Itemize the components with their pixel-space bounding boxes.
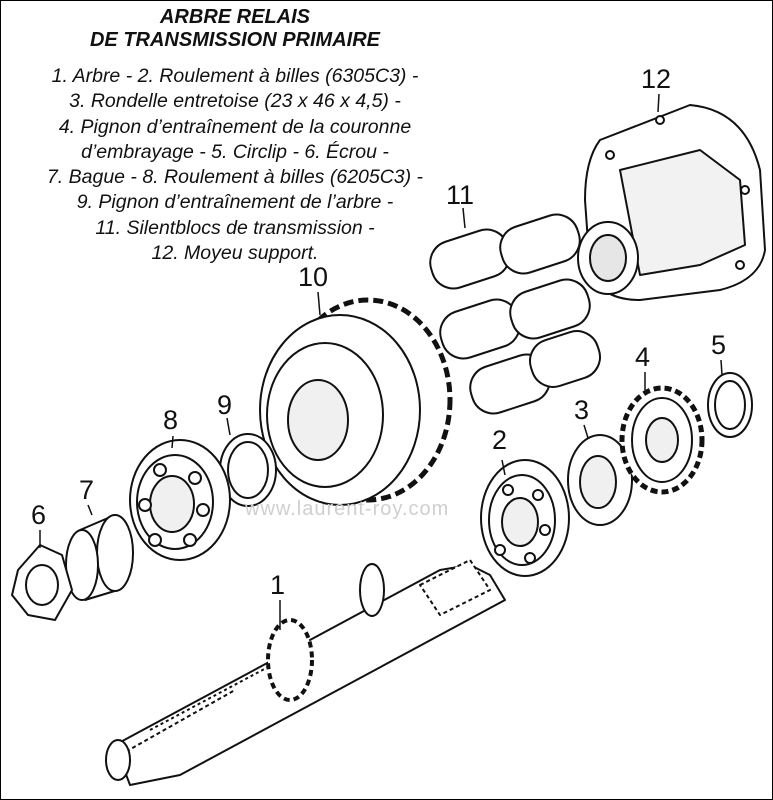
- callout-1: 1: [270, 570, 286, 600]
- title-line-2: DE TRANSMISSION PRIMAIRE: [89, 29, 381, 51]
- callout-3: 3: [574, 395, 590, 425]
- part-2-bearing: [480, 459, 570, 577]
- callout-4: 4: [635, 342, 651, 372]
- callout-6: 6: [31, 500, 47, 530]
- watermark: www.laurent-roy.com: [245, 498, 450, 520]
- parts-legend: 1. Arbre - 2. Roulement à billes (6305C3…: [0, 64, 470, 266]
- legend-line: 3. Rondelle entretoise (23 x 46 x 4,5) -: [69, 90, 401, 113]
- legend-line: 7. Bague - 8. Roulement à billes (6205C3…: [46, 166, 424, 189]
- part-9-ring: [219, 433, 277, 507]
- part-8-bearing: [129, 439, 231, 561]
- legend-line: 1. Arbre - 2. Roulement à billes (6305C3…: [51, 65, 419, 87]
- part-3-spacer-washer: [567, 434, 633, 526]
- callout-7: 7: [79, 475, 95, 505]
- part-4-clutch-gear: [619, 385, 705, 495]
- part-12-hub-support: [577, 104, 766, 301]
- part-10-gear: [259, 297, 453, 506]
- callout-8: 8: [163, 405, 179, 435]
- callout-5: 5: [711, 330, 727, 360]
- legend-line: d’embrayage - 5. Circlip - 6. Écrou -: [81, 140, 389, 163]
- callout-2: 2: [492, 425, 508, 455]
- legend-line: 4. Pignon d’entraînement de la couronne: [58, 115, 412, 138]
- callout-leaders: [39, 93, 723, 630]
- part-1-shaft: [105, 559, 506, 786]
- legend-line: 12. Moyeu support.: [151, 242, 319, 265]
- legend-line: 9. Pignon d’entraînement de l’arbre -: [76, 191, 394, 214]
- part-11-silentblocs: [429, 213, 601, 415]
- diagram-title: ARBRE RELAIS DE TRANSMISSION PRIMAIRE: [0, 6, 470, 52]
- legend-line: 11. Silentblocs de transmission -: [95, 216, 375, 239]
- part-7-sleeve: [65, 514, 134, 601]
- callout-10: 10: [298, 262, 329, 292]
- part-5-circlip: [707, 372, 753, 438]
- callout-11: 11: [446, 180, 475, 210]
- part-6-nut: [11, 544, 73, 621]
- callout-12: 12: [641, 64, 672, 94]
- callout-9: 9: [217, 390, 233, 420]
- title-line-1: ARBRE RELAIS: [159, 6, 310, 28]
